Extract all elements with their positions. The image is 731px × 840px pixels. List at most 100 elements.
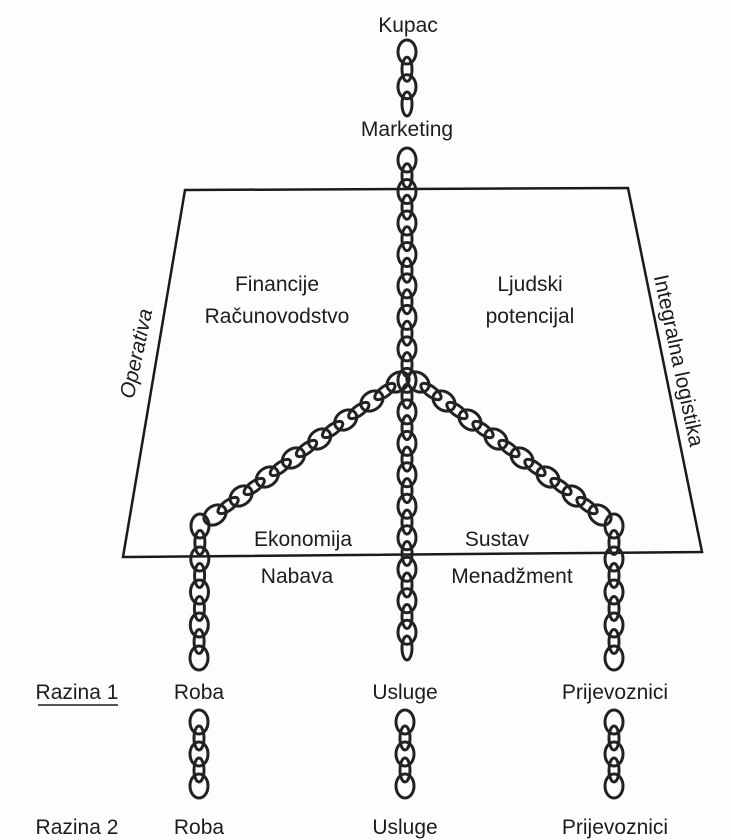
right-diagonal-chain-link — [523, 457, 547, 478]
central-chain-link — [400, 634, 414, 662]
central-chain-link — [400, 288, 414, 316]
central-chain-link — [396, 146, 418, 174]
right-diagonal-chain-link — [575, 495, 599, 516]
right-diagonal-chain-link — [535, 465, 561, 489]
razina-1-roba: Roba — [174, 681, 225, 704]
kupac-marketing-chain-link — [400, 55, 414, 83]
razina-1-label: Razina 1 — [36, 681, 119, 704]
right-vertical-chain-link — [607, 628, 621, 655]
left-diagonal-chain-link — [216, 495, 240, 516]
racunovodstvo-label: Računovodstvo — [205, 305, 350, 328]
right-vertical-chain-link — [603, 512, 625, 540]
left-diagonal-chain-link — [320, 419, 345, 440]
left-diagonal-chain-link — [254, 465, 280, 489]
left-diagonal-chain-link — [307, 427, 333, 451]
right-vertical-chain-link — [607, 562, 621, 589]
prijevoznici-level-chain-link — [607, 724, 621, 752]
prijevoznici-level-chain-link — [603, 740, 625, 768]
central-chain-link — [400, 414, 414, 442]
central-chain-link — [396, 178, 418, 205]
central-chain-link — [400, 445, 414, 473]
financije-label: Financije — [235, 273, 319, 296]
right-vertical-chain-link — [603, 578, 625, 606]
potencijal-label: potencijal — [486, 305, 575, 328]
central-chain-link — [396, 524, 418, 552]
left-diagonal-chain-link — [333, 408, 359, 432]
central-chain-link — [396, 555, 418, 583]
central-chain-link — [400, 603, 414, 630]
left-vertical-chain-link — [192, 628, 206, 655]
razina-1-prijevoznici: Prijevoznici — [562, 681, 668, 704]
left-vertical-chain-link — [188, 578, 211, 606]
razina-2-prijevoznici: Prijevoznici — [562, 816, 668, 839]
usluge-level-chain-link — [398, 756, 412, 784]
central-chain-link — [400, 193, 414, 221]
right-diagonal-chain-link — [587, 503, 613, 527]
right-diagonal-chain-link — [549, 476, 573, 497]
central-chain-link — [396, 618, 418, 646]
right-diagonal-chain-link — [497, 438, 521, 459]
central-chain-link — [396, 461, 418, 489]
central-chain-link — [400, 162, 414, 190]
roba-level-chain-link — [192, 724, 206, 752]
nabava-label: Nabava — [261, 565, 334, 588]
prijevoznici-level-chain-link — [607, 756, 621, 784]
central-chain-link — [400, 540, 414, 567]
central-chain-link — [396, 492, 418, 520]
left-diagonal-chain-link — [202, 503, 228, 527]
kupac-marketing-chain-link — [396, 73, 418, 101]
prijevoznici-level-chain-link — [603, 708, 625, 736]
usluge-level-chain-link — [394, 708, 416, 736]
sustav-label: Sustav — [465, 528, 530, 551]
roba-level-chain-link — [188, 708, 210, 736]
razina-2-roba: Roba — [174, 816, 225, 839]
integralna-logistika-label: Integralna logistika — [649, 273, 708, 449]
central-chain-link — [400, 256, 414, 284]
left-vertical-chain-link — [188, 644, 210, 672]
left-diagonal-chain-link — [242, 476, 266, 497]
right-vertical-chain-link — [603, 644, 625, 672]
left-diagonal-chain-link — [228, 484, 254, 508]
central-chain-link — [400, 477, 414, 505]
right-vertical-chain-link — [603, 611, 625, 639]
menadzment-label: Menadžment — [451, 565, 573, 588]
central-chain-link — [396, 398, 418, 426]
usluge-level-chain-link — [394, 772, 416, 800]
right-diagonal-chain-link — [561, 484, 587, 508]
left-diagonal-chain-link — [280, 446, 306, 470]
right-diagonal-chain-link — [471, 419, 495, 440]
razina-2-label: Razina 2 — [36, 816, 119, 839]
left-vertical-chain-link — [189, 545, 211, 573]
left-vertical-chain-link — [188, 611, 210, 639]
central-chain-link — [396, 272, 418, 300]
organization-frame — [121, 186, 704, 559]
right-vertical-chain-link — [607, 595, 621, 622]
kupac-label: Kupac — [378, 14, 438, 37]
central-chain-link — [396, 303, 418, 331]
right-diagonal-chain-link — [457, 408, 483, 432]
roba-level-chain-link — [192, 756, 206, 784]
razina-2-usluge: Usluge — [372, 816, 437, 839]
central-chain-link — [400, 571, 414, 599]
left-vertical-chain-link — [193, 562, 207, 589]
central-chain-link — [400, 508, 414, 536]
kupac-marketing-chain-link — [396, 38, 418, 66]
central-chain-link — [400, 225, 414, 253]
right-diagonal-chain-link — [483, 427, 509, 451]
left-diagonal-chain-link — [373, 381, 397, 402]
right-diagonal-chain-link — [509, 446, 535, 470]
roba-level-chain-link — [188, 772, 210, 800]
central-chain-link — [396, 366, 418, 394]
usluge-level-chain-link — [398, 724, 412, 752]
prijevoznici-level-chain-link — [603, 772, 625, 800]
left-diagonal-chain-link — [347, 400, 371, 421]
central-chain-link — [396, 209, 418, 237]
central-chain-link — [396, 587, 418, 615]
right-vertical-chain-link — [607, 529, 621, 556]
marketing-label: Marketing — [361, 118, 453, 141]
right-diagonal-chain-link — [405, 370, 431, 394]
left-vertical-chain-link — [189, 512, 211, 540]
roba-level-chain-link — [188, 740, 210, 768]
usluge-level-chain-link — [394, 740, 416, 768]
